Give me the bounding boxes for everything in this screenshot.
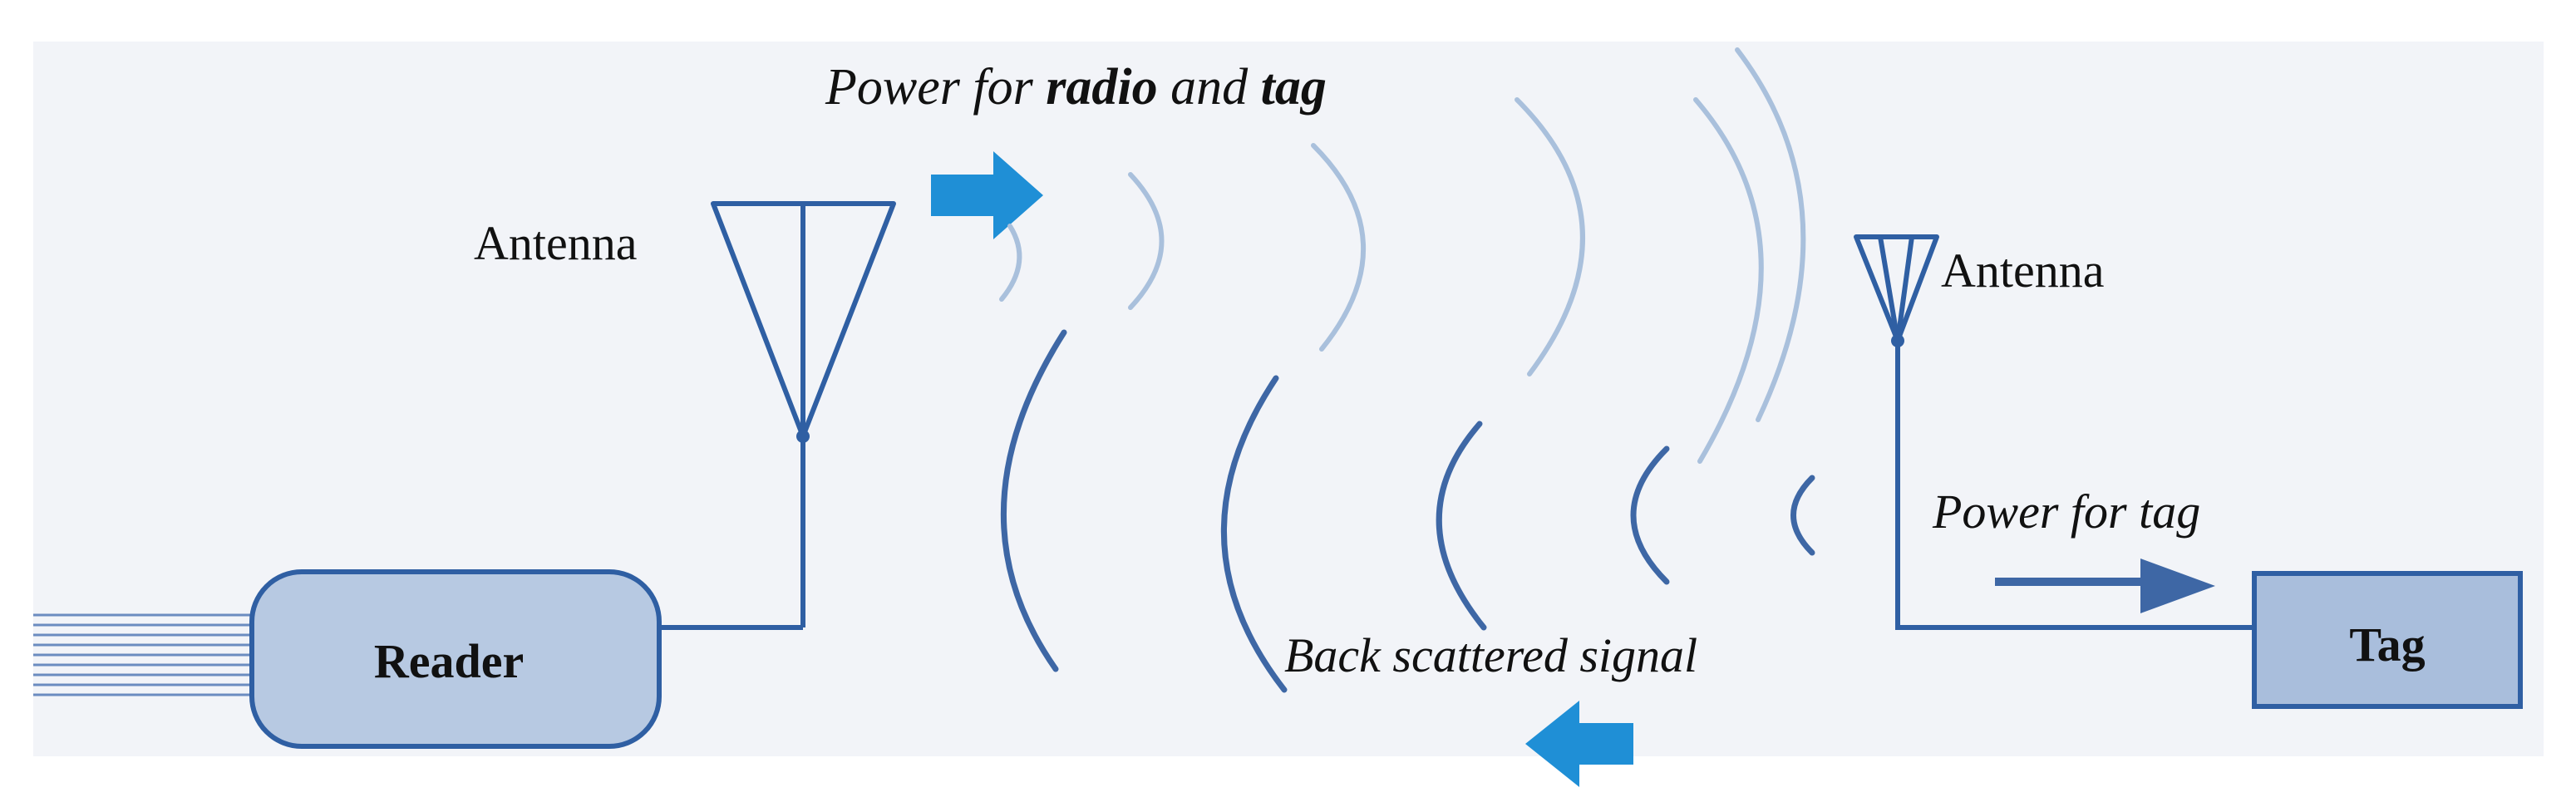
tag-antenna-label: Antenna	[1941, 244, 2105, 298]
power-radio-tag-label: Power for radio and tag	[825, 59, 1327, 116]
reader-antenna-label: Antenna	[474, 216, 638, 270]
backscatter-waves	[1001, 329, 1815, 693]
backscatter-label: Back scattered signal	[1284, 628, 1697, 682]
tag-box	[2252, 571, 2523, 709]
tag-antenna	[1854, 234, 2254, 630]
reader-cable	[33, 613, 254, 696]
power-out-arrow	[931, 151, 1043, 239]
outgoing-waves	[999, 47, 1806, 464]
reader-box	[249, 569, 662, 749]
backscatter-arrow	[1525, 701, 1633, 787]
tag-label: Tag	[2349, 618, 2425, 672]
reader-label: Reader	[374, 634, 524, 688]
power-for-tag-label: Power for tag	[1932, 485, 2200, 539]
tag-antenna-feed	[1891, 334, 1904, 347]
reader-antenna-feed	[796, 430, 810, 443]
power-for-tag-arrow-head	[2140, 559, 2215, 613]
reader-antenna	[659, 201, 896, 630]
